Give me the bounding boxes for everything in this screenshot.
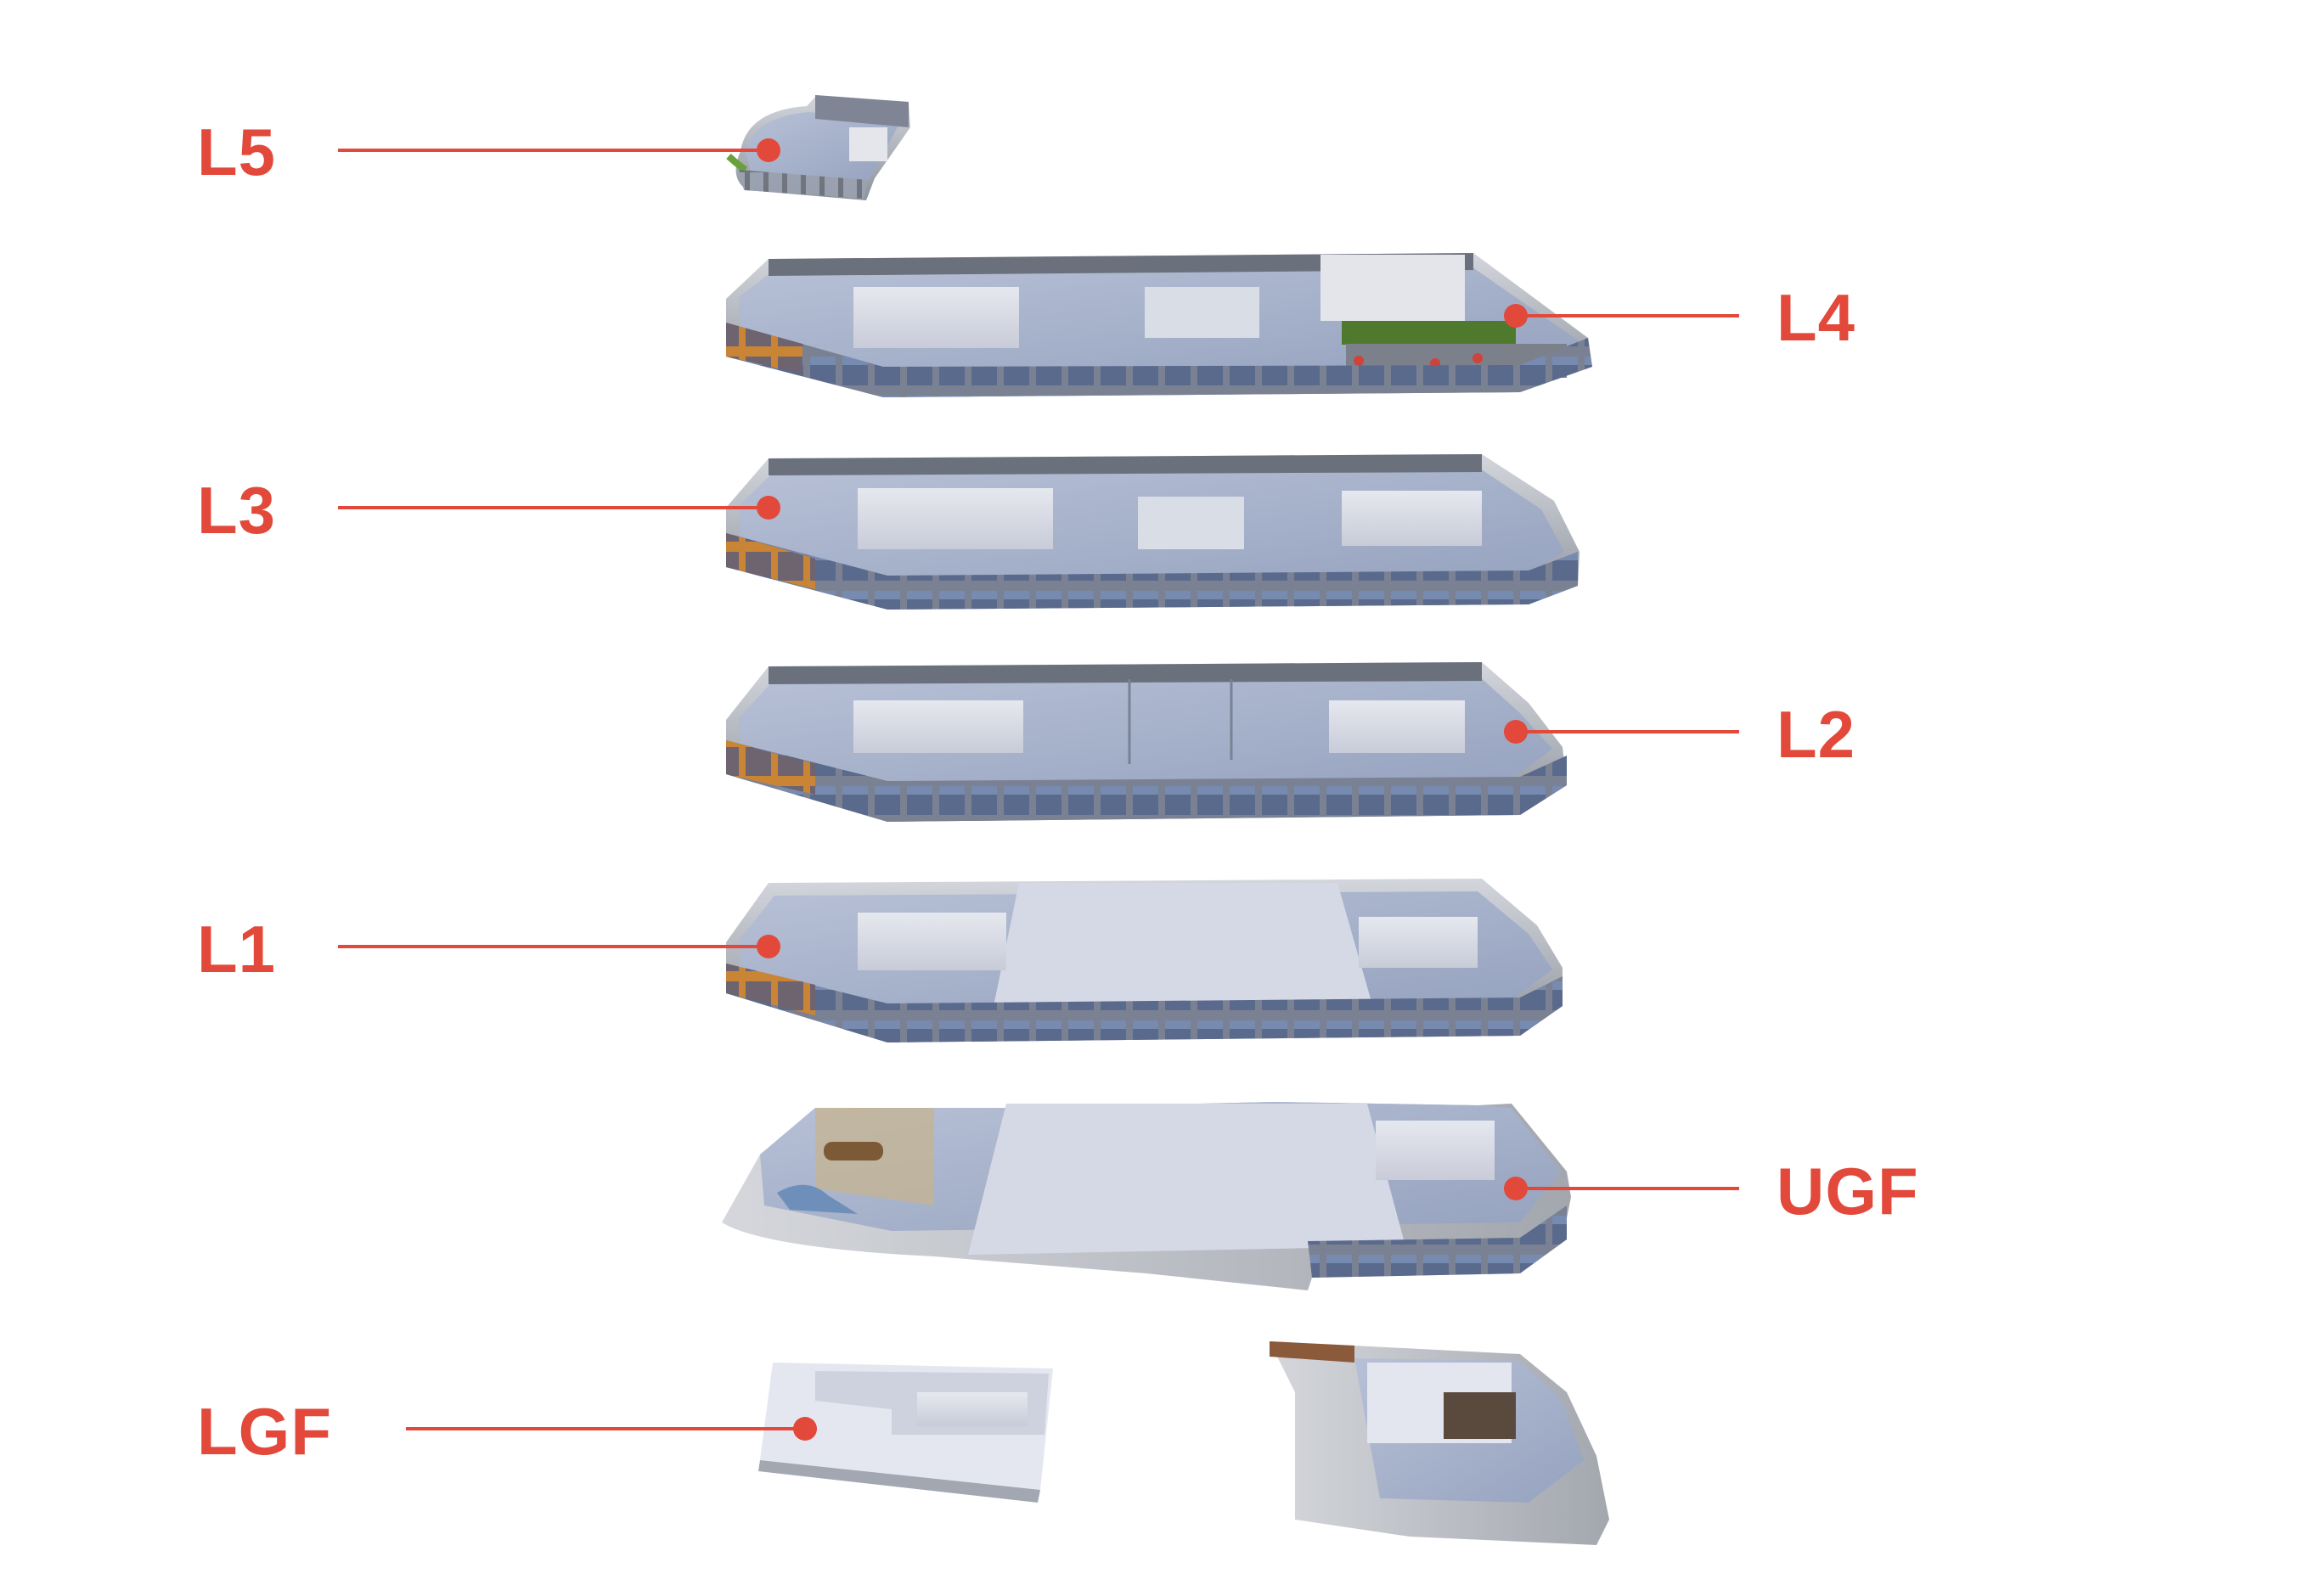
- floor-plate-l2: [726, 662, 1567, 822]
- marker-l4: [1504, 304, 1528, 328]
- marker-lgf: [793, 1417, 817, 1441]
- floor-plate-l4: [726, 253, 1592, 397]
- floor-plate-l3: [726, 454, 1580, 610]
- level-label-l5: L5: [197, 115, 277, 189]
- level-label-l1: L1: [197, 912, 277, 986]
- floor-plate-lgf-east: [1270, 1341, 1609, 1545]
- floor-plate-lgf-west: [758, 1363, 1053, 1503]
- floor-plate-l5: [726, 95, 910, 200]
- floor-plate-ugf: [722, 1102, 1571, 1290]
- marker-l5: [757, 138, 780, 162]
- marker-ugf: [1504, 1177, 1528, 1200]
- level-label-l2: L2: [1777, 697, 1856, 772]
- marker-l2: [1504, 720, 1528, 744]
- marker-l3: [757, 496, 780, 520]
- level-label-l4: L4: [1777, 280, 1856, 355]
- level-label-lgf: LGF: [197, 1394, 332, 1469]
- level-label-l3: L3: [197, 473, 277, 548]
- level-label-ugf: UGF: [1777, 1154, 1919, 1228]
- marker-l1: [757, 935, 780, 958]
- floor-plate-l1: [726, 879, 1563, 1042]
